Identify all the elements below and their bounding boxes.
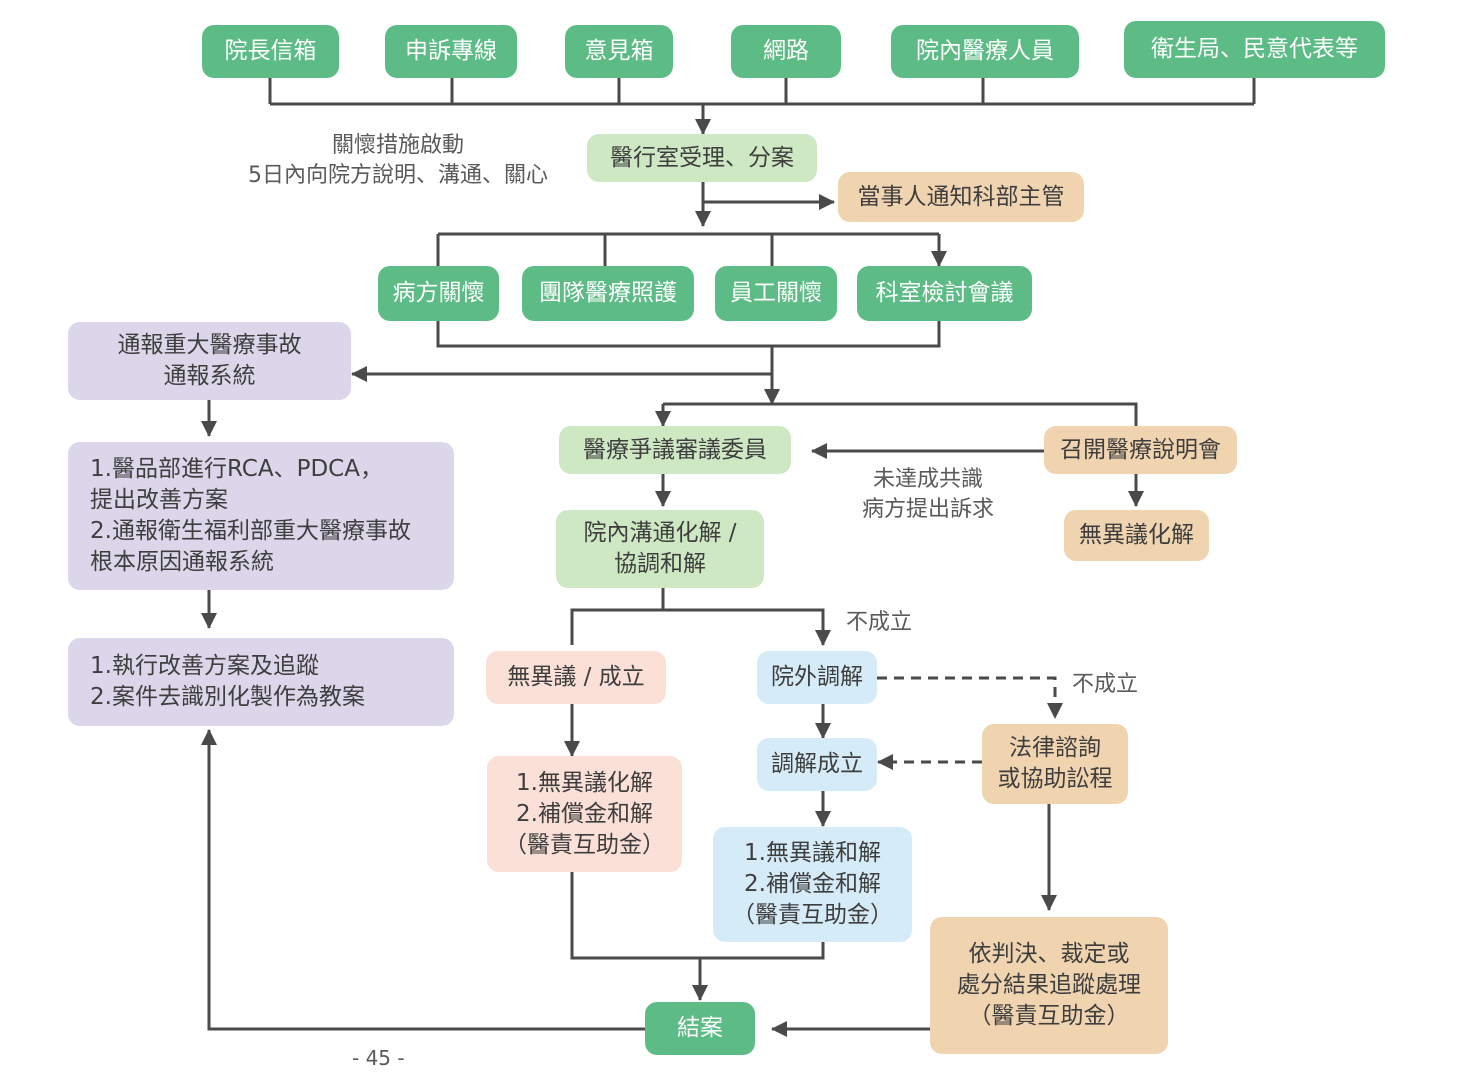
source-box: 網路 (731, 25, 841, 78)
rca-box: 1.醫品部進行RCA、PDCA， 提出改善方案 2.通報衛生福利部重大醫療事故 … (68, 442, 454, 590)
dashed-arrow-to-legal (877, 676, 1063, 719)
internal-mediation-box: 院內溝通化解 / 協調和解 (556, 510, 764, 588)
page-number: - 45 - (352, 1046, 405, 1070)
care-merge-line (436, 321, 941, 348)
intake-box: 醫行室受理、分案 (587, 134, 817, 182)
legal-box: 法律諮詢 或協助訟程 (982, 724, 1128, 804)
source-box: 院內醫療人員 (891, 25, 1079, 78)
source-drop-lines (268, 78, 1256, 104)
arrows-mediation-split (570, 588, 823, 645)
mediation-success-box: 調解成立 (757, 738, 877, 791)
committee-box: 醫療爭議審議委員 (559, 426, 791, 474)
care-note: 關懷措施啟動 5日內向院方說明、溝通、關心 (248, 133, 548, 188)
report-box: 通報重大醫療事故 通報系統 (68, 322, 351, 400)
no-objection-established-box: 無異議 / 成立 (486, 651, 666, 704)
care-box: 科室檢討會議 (857, 266, 1032, 321)
care-box: 病方關懷 (378, 266, 499, 321)
no-consensus-note: 未達成共識 病方提出訴求 (861, 467, 994, 522)
improve-box: 1.執行改善方案及追蹤 2.案件去識別化製作為教案 (68, 638, 454, 726)
care-box: 團隊醫療照護 (522, 266, 694, 321)
source-box: 衛生局、民意代表等 (1124, 21, 1385, 78)
arrow-close-to-improve (201, 729, 645, 1031)
outcome-left-box: 1.無異議化解 2.補償金和解 （醫責互助金） (487, 756, 682, 872)
care-box: 員工關懷 (715, 266, 837, 321)
not-established-label: 不成立 (846, 610, 913, 635)
source-box: 院長信箱 (202, 25, 339, 78)
external-mediation-box: 院外調解 (757, 651, 877, 704)
source-box: 申訴專線 (385, 25, 517, 78)
outcome-mid-box: 1.無異議和解 2.補償金和解 （醫責互助金） (713, 827, 912, 942)
source-box: 意見箱 (565, 25, 673, 78)
notify-box: 當事人通知科部主管 (838, 172, 1084, 222)
arrows-to-care (436, 234, 939, 266)
outcome-merge-line (570, 872, 825, 960)
briefing-box: 召開醫療說明會 (1044, 426, 1237, 474)
no-objection-resolved-box: 無異議化解 (1064, 510, 1209, 561)
close-box: 結案 (645, 1002, 755, 1055)
not-established-label: 不成立 (1072, 672, 1139, 697)
branch-line (663, 402, 1138, 426)
judgment-box: 依判決、裁定或 處分結果追蹤處理 （醫責互助金） (930, 917, 1168, 1054)
